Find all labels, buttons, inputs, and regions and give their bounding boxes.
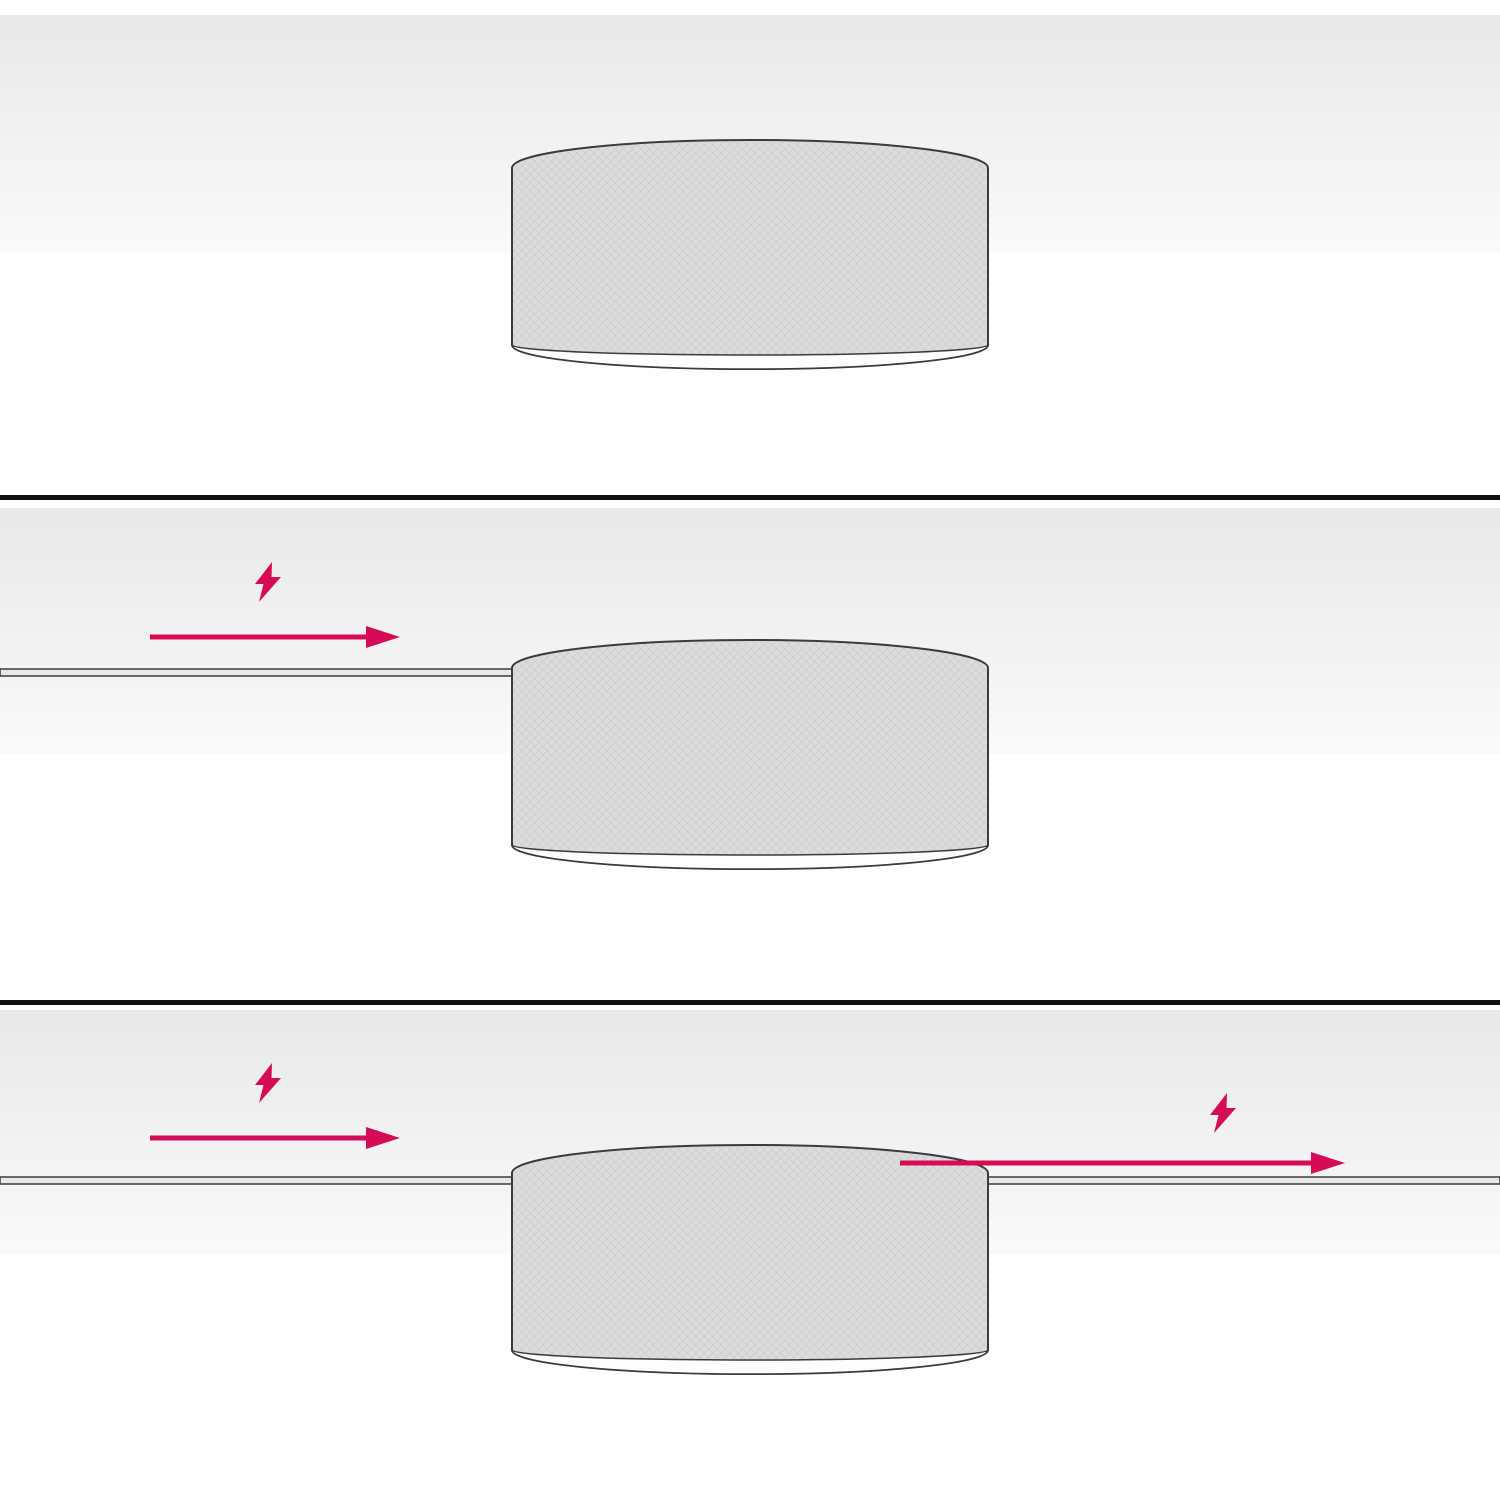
drum-lampshade [511, 1144, 989, 1375]
drum-lampshade [511, 639, 989, 870]
lightning-icon [255, 1063, 281, 1103]
power-arrow-head-icon [366, 1127, 400, 1149]
power-arrow-head-icon [366, 626, 400, 648]
power-arrow-head-icon [1311, 1152, 1345, 1174]
panel-divider [0, 495, 1500, 500]
panel-lamp-no-cable [0, 0, 1500, 495]
panel-lamp-cable-pass-through [0, 1005, 1500, 1500]
panel-1-graphic [0, 15, 1500, 370]
panel-3-graphic [0, 1010, 1500, 1375]
lightning-icon [255, 562, 281, 602]
diffuser-rim [511, 844, 989, 870]
diffuser-rim [511, 344, 989, 370]
panel-divider [0, 1000, 1500, 1005]
power-cable-right [979, 1176, 1500, 1185]
panel-lamp-cable-from-left [0, 500, 1500, 1000]
diffuser-rim [511, 1349, 989, 1375]
drum-lampshade [511, 139, 989, 370]
power-cable-left [0, 1176, 521, 1185]
power-cable-left [0, 668, 521, 677]
lightning-icon [1210, 1093, 1236, 1133]
panel-2-graphic [0, 508, 1500, 870]
